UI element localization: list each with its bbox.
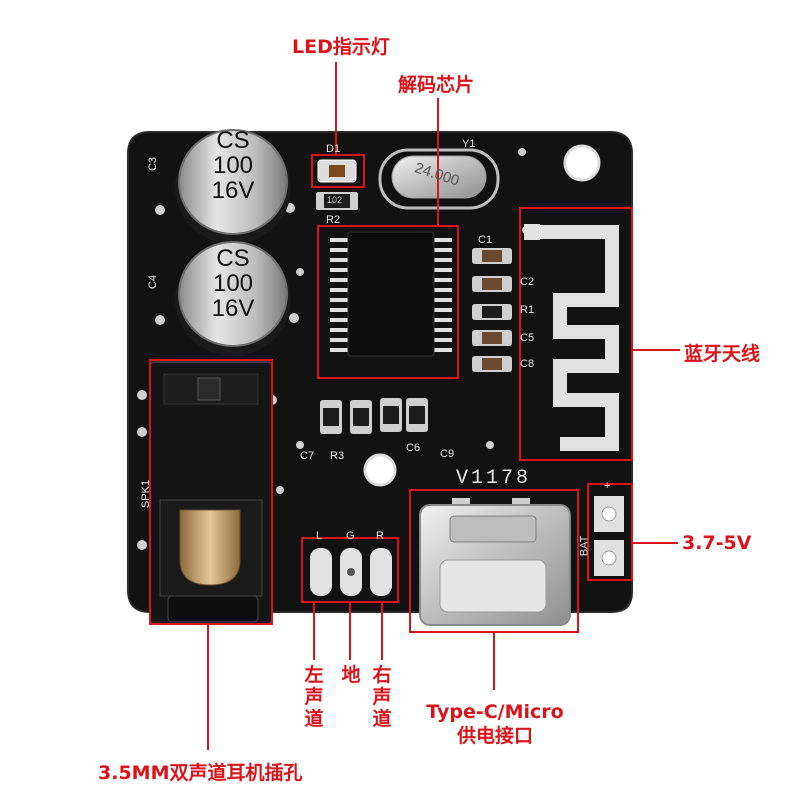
- capacitor-top-value: 100: [212, 152, 254, 179]
- jack-box: [149, 359, 273, 625]
- power-port-annotation: Type-C/Micro 供电接口: [424, 700, 566, 748]
- led-indicator-annotation: LED指示灯: [292, 36, 390, 58]
- battery-pads: [594, 496, 624, 576]
- antenna-trace: [530, 225, 619, 451]
- power-port-line2: 供电接口: [456, 725, 533, 747]
- silk-c7: C7: [300, 450, 315, 462]
- silk-pin-l: L: [316, 530, 323, 542]
- silk-c6: C6: [406, 442, 421, 454]
- headphone-jack-annotation: 3.5MM双声道耳机插孔: [98, 762, 303, 784]
- silk-c4: C4: [147, 274, 160, 290]
- decoder-chip: [330, 231, 452, 357]
- silk-c5: C5: [520, 332, 535, 344]
- center-hole: [363, 453, 397, 487]
- decoder-box: [317, 225, 459, 379]
- antenna-box: [519, 207, 633, 461]
- silk-y1: Y1: [462, 138, 476, 150]
- usb-typec-connector: [419, 498, 571, 626]
- silk-spk: SPK1: [140, 479, 153, 509]
- left-channel-annotation: 左声道: [304, 664, 324, 730]
- capacitor-top-label: CS 100 16V: [193, 128, 273, 203]
- capacitor-bottom-label: CS 100 16V: [193, 246, 273, 321]
- led-box: [311, 154, 365, 188]
- decoder-chip-annotation: 解码芯片: [398, 74, 475, 96]
- model-label: V1178: [456, 467, 532, 490]
- voltage-annotation: 3.7-5V: [682, 532, 752, 554]
- silk-r2: R2: [326, 214, 341, 226]
- silk-d1: D1: [326, 143, 341, 155]
- silk-bat: BAT: [578, 535, 591, 557]
- silk-c9: C9: [440, 448, 455, 460]
- leader-lines: [207, 62, 680, 750]
- right-channel-annotation: 右声道: [372, 664, 392, 730]
- silk-c3: C3: [147, 156, 160, 172]
- bluetooth-antenna-annotation: 蓝牙天线: [684, 343, 761, 365]
- audio-jack: [149, 361, 273, 625]
- silk-r1: R1: [520, 304, 535, 316]
- mounting-hole: [563, 144, 601, 182]
- battery-box: [587, 483, 633, 581]
- silk-pin-g: G: [346, 530, 355, 542]
- lgr-pads: [310, 548, 392, 596]
- capacitor-top: [175, 129, 291, 244]
- capacitor-bottom: [175, 241, 291, 356]
- silk-pin-r: R: [376, 530, 384, 542]
- silk-c2: C2: [520, 276, 535, 288]
- power-port-line1: Type-C/Micro: [426, 701, 564, 723]
- capacitor-top-brand: CS: [216, 127, 250, 154]
- capacitor-bottom-value: 100: [212, 270, 254, 297]
- silk-bat-plus: +: [604, 480, 611, 492]
- silk-102: 102: [327, 195, 343, 205]
- silk-r3: R3: [330, 450, 345, 462]
- capacitor-top-voltage: 16V: [211, 177, 255, 204]
- capacitor-bottom-brand: CS: [216, 245, 250, 272]
- led-lens: [329, 165, 345, 177]
- silk-c8: C8: [520, 358, 535, 370]
- ground-annotation: 地: [341, 664, 361, 686]
- silk-c1: C1: [478, 234, 493, 246]
- smd-capacitors: [320, 248, 512, 434]
- antenna-feed: [524, 224, 540, 240]
- capacitor-bottom-voltage: 16V: [211, 295, 255, 322]
